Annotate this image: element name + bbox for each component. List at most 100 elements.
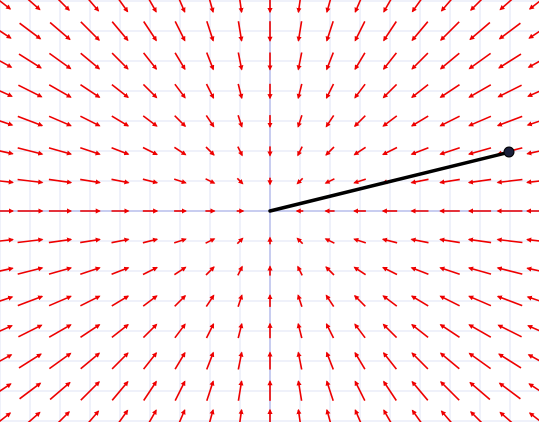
field-arrow <box>498 382 521 400</box>
field-arrow <box>205 238 216 244</box>
field-arrow <box>111 323 129 339</box>
field-arrow <box>237 380 244 401</box>
field-arrow <box>0 30 12 39</box>
field-arrow <box>88 410 100 422</box>
field-arrow <box>354 351 366 370</box>
field-arrow <box>324 238 335 244</box>
field-arrow <box>296 408 302 422</box>
field-arrow <box>17 147 44 156</box>
field-arrow <box>296 294 303 308</box>
field-arrow <box>468 84 492 98</box>
field-arrow <box>111 237 130 244</box>
field-arrow <box>528 0 539 10</box>
field-arrow <box>174 83 186 99</box>
field-arrow <box>382 295 398 307</box>
field-arrow <box>526 179 539 185</box>
field-arrow <box>440 381 460 401</box>
field-arrow <box>411 409 422 422</box>
field-arrow <box>206 380 215 401</box>
field-arrow <box>80 237 101 244</box>
field-arrow <box>325 409 332 422</box>
field-arrow <box>205 146 215 156</box>
field-arrow <box>18 53 42 69</box>
field-arrow <box>111 352 129 370</box>
field-arrow <box>498 22 521 40</box>
field-arrow <box>19 22 42 40</box>
field-arrow <box>142 352 158 370</box>
field-arrow <box>353 178 367 185</box>
field-arrow <box>468 115 492 127</box>
field-arrow <box>236 177 244 185</box>
field-arrow <box>526 295 539 302</box>
field-arrow <box>0 353 13 362</box>
field-arrow <box>467 237 492 244</box>
field-arrow <box>48 237 73 244</box>
field-arrow <box>174 351 186 370</box>
field-arrow <box>118 0 129 13</box>
field-arrow <box>382 52 398 70</box>
field-arrow <box>296 114 303 128</box>
field-arrow <box>205 351 215 370</box>
field-arrow <box>80 324 101 338</box>
field-arrow <box>48 52 72 70</box>
field-arrow <box>469 21 491 41</box>
field-arrow <box>498 53 522 69</box>
field-arrow <box>325 323 335 339</box>
field-arrow <box>18 84 43 98</box>
field-arrow <box>17 295 44 307</box>
field-arrow <box>410 295 429 307</box>
field-arrow <box>0 120 14 127</box>
field-arrow <box>111 83 129 99</box>
field-arrow <box>497 324 522 338</box>
field-arrow <box>354 0 362 13</box>
field-arrow <box>411 352 429 370</box>
field-arrow <box>382 83 398 99</box>
field-arrow <box>354 409 362 422</box>
field-arrow <box>19 382 42 400</box>
field-arrow <box>383 0 392 13</box>
field-arrow <box>468 324 492 338</box>
field-arrow <box>439 237 460 244</box>
field-arrow <box>496 266 523 275</box>
field-arrow <box>383 21 397 42</box>
field-arrow <box>440 0 452 12</box>
field-arrow <box>80 84 101 98</box>
field-arrow <box>174 52 186 71</box>
field-arrow <box>527 324 539 332</box>
field-arrow <box>48 352 72 370</box>
field-arrow <box>325 114 335 128</box>
field-arrow <box>324 178 335 184</box>
field-arrow <box>468 266 492 275</box>
field-arrow <box>527 90 539 98</box>
field-arrow <box>48 115 72 127</box>
field-arrow <box>80 295 101 307</box>
field-arrow <box>325 52 335 71</box>
field-arrow <box>80 352 101 370</box>
field-arrow <box>496 237 523 244</box>
field-arrow <box>111 266 130 276</box>
field-arrow <box>325 351 335 370</box>
field-arrow <box>325 266 335 276</box>
field-arrow <box>111 146 130 156</box>
field-arrow <box>470 411 483 422</box>
field-arrow <box>205 266 215 276</box>
field-arrow <box>143 21 157 42</box>
field-arrow <box>468 295 492 307</box>
field-arrow <box>118 409 129 422</box>
field-arrow <box>469 381 491 401</box>
field-arrow <box>237 114 244 128</box>
field-arrow <box>383 409 392 422</box>
field-arrow <box>173 178 187 185</box>
trajectory[interactable] <box>268 146 515 213</box>
field-arrow <box>526 150 539 156</box>
field-arrow <box>27 411 41 422</box>
field-arrow <box>297 265 303 276</box>
field-arrow <box>237 351 244 370</box>
field-arrow <box>237 21 244 42</box>
trajectory-start-point[interactable] <box>503 146 515 158</box>
field-arrow <box>205 52 215 71</box>
field-arrow <box>411 52 429 70</box>
field-arrow <box>238 408 244 422</box>
field-arrow <box>0 150 14 156</box>
field-arrow <box>354 323 366 339</box>
